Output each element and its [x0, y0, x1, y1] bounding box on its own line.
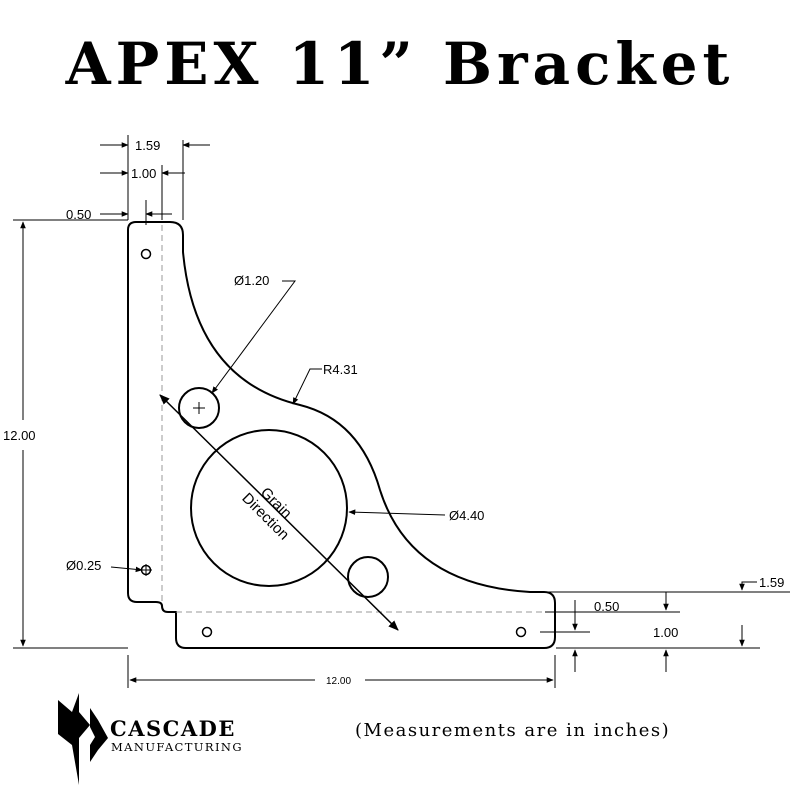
bracket-outline [127, 221, 556, 649]
leader-dia-440 [348, 509, 446, 516]
logo-subtitle: MANUFACTURING [111, 740, 243, 754]
grain-direction-arrow [159, 394, 399, 631]
dim-width-1200: 12.00 [326, 676, 351, 687]
top-mount-hole [140, 248, 152, 260]
dim-top-159: 1.59 [135, 138, 160, 153]
dim-radius-431: R4.31 [323, 362, 358, 377]
dim-arrow-right-050 [572, 611, 590, 631]
cascade-logo-mark [58, 693, 108, 785]
bottom-mount-hole-right [515, 626, 527, 638]
units-note: (Measurements are in inches) [355, 720, 671, 741]
grain-label: Grain Direction [238, 478, 304, 544]
dim-top-100: 1.00 [131, 166, 156, 181]
leader-radius [292, 368, 322, 405]
logo-name: CASCADE [110, 716, 236, 741]
leader-dia-120 [211, 280, 296, 394]
dim-right-050: 0.50 [594, 599, 619, 614]
dim-height-1200: 12.00 [3, 428, 36, 443]
dim-arrow-right-159 [739, 581, 757, 591]
page-title: APEX 11” Bracket [65, 30, 735, 98]
dim-right-159: 1.59 [759, 575, 784, 590]
small-hole-lower [347, 556, 389, 598]
dim-right-100: 1.00 [653, 625, 678, 640]
bottom-mount-hole-left [201, 626, 213, 638]
dim-top-050: 0.50 [66, 207, 91, 222]
leader-dia-025 [110, 566, 143, 573]
dim-dia-120: Ø1.20 [234, 273, 269, 288]
dim-dia-025: Ø0.25 [66, 558, 101, 573]
dim-dia-440: Ø4.40 [449, 508, 484, 523]
